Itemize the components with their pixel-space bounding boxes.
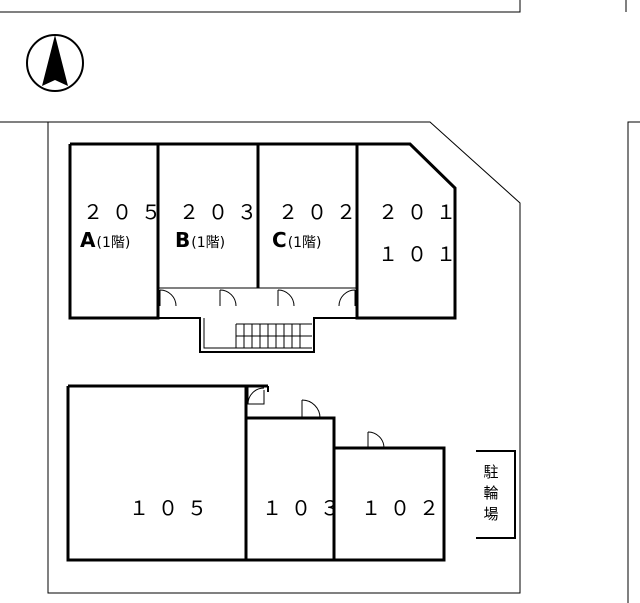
room-102-number: １０２ — [361, 496, 448, 520]
door-icon — [219, 289, 237, 307]
bicycle-parking-label: 駐輪場 — [483, 463, 499, 523]
room-105-number: １０５ — [129, 496, 216, 520]
room-203-unit-letter: B — [175, 228, 192, 252]
room-205-floor: (1階) — [96, 235, 131, 251]
neighbor-lot-right — [627, 121, 640, 603]
room-202-unit: C(1階) — [272, 230, 322, 250]
door-icon — [159, 289, 177, 307]
lower-building-walls — [66, 384, 446, 562]
room-201-number: ２０１ — [378, 200, 465, 224]
bicycle-parking-area — [476, 450, 516, 539]
room-202-floor: (1階) — [287, 235, 322, 251]
room-202-number: ２０２ — [278, 200, 365, 224]
door-icon — [277, 289, 295, 307]
room-203-unit: B(1階) — [175, 230, 225, 250]
room-203-floor: (1階) — [191, 235, 226, 251]
stair-steps — [235, 323, 312, 348]
room-101-number: １０１ — [378, 242, 465, 266]
neighbor-lot-top — [0, 0, 521, 13]
door-icon — [247, 386, 265, 405]
north-arrow-icon — [26, 34, 84, 92]
upper-building-walls — [68, 142, 457, 320]
corridor-outline — [158, 317, 357, 353]
door-icon — [338, 289, 356, 307]
room-202-unit-letter: C — [272, 228, 288, 252]
stair-outline — [203, 318, 312, 349]
room-205-unit-letter: A — [80, 228, 97, 252]
room-205-number: ２０５ — [83, 200, 170, 224]
site-boundary — [0, 121, 521, 594]
door-icon — [301, 399, 321, 419]
room-205-unit: A(1階) — [80, 230, 130, 250]
room-103-number: １０３ — [262, 496, 349, 520]
door-icon — [367, 431, 385, 449]
room-203-number: ２０３ — [179, 200, 266, 224]
